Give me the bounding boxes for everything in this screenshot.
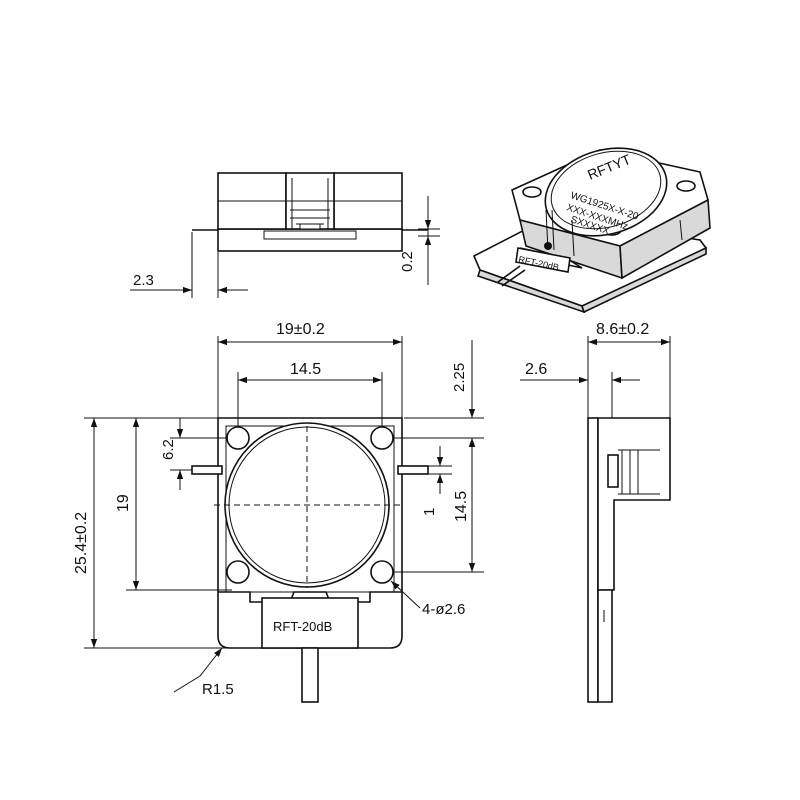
mounting-hole-bl — [226, 560, 250, 584]
dim-tab-offset: 6.2 — [160, 439, 177, 460]
front-plan-view: RFT-20dB 19±0.2 14.5 2.25 14.5 1 — [73, 321, 484, 703]
dim-body-width: 19±0.2 — [276, 321, 325, 338]
dim-height-side: 8.6±0.2 — [596, 321, 649, 338]
dim-hole-spacing-y-right: 14.5 — [453, 491, 470, 522]
dim-hole-spacing-x: 14.5 — [290, 361, 321, 378]
dim-holes: 4-ø2.6 — [422, 601, 465, 618]
dim-side-tab: 2.6 — [525, 361, 547, 378]
dim-corner-radius: R1.5 — [202, 681, 234, 698]
mounting-hole-tr — [370, 426, 394, 450]
top-elevation-view: 2.3 0.2 — [130, 172, 440, 298]
dim-lead-offset: 2.3 — [133, 272, 154, 289]
dim-total-height: 25.4±0.2 — [73, 512, 90, 574]
isometric-view: RFTYT WG1925X-X-20 XXX-XXXMHz SXXXXX RFT… — [472, 147, 711, 314]
dim-hole-inset-top: 2.25 — [451, 363, 468, 392]
mounting-hole-tl — [226, 426, 250, 450]
dim-lead-width: 1 — [421, 508, 438, 516]
side-view: 8.6±0.2 2.6 — [520, 321, 671, 703]
dim-hole-spacing-y-left: 19 — [115, 494, 132, 512]
dim-base-thickness: 0.2 — [399, 251, 416, 272]
mounting-hole-br — [370, 560, 394, 584]
front-label: RFT-20dB — [273, 619, 332, 634]
